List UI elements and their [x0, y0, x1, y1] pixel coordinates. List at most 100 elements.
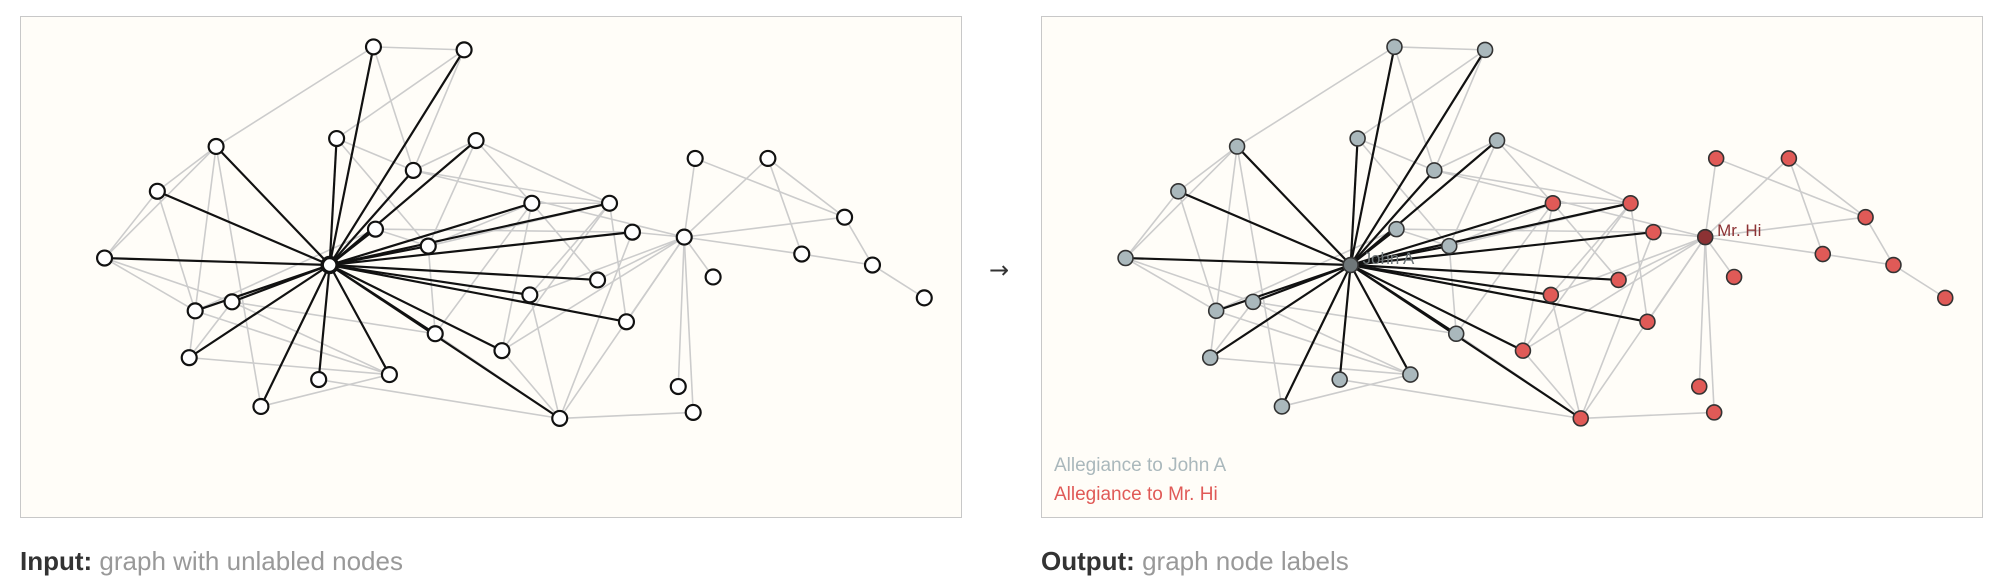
graph-node — [252, 397, 270, 416]
hub-edge — [329, 264, 503, 352]
edges — [1124, 46, 1946, 420]
graph-edge — [1339, 378, 1581, 420]
graph-edge — [1209, 301, 1254, 359]
hub-edge — [1125, 256, 1351, 267]
graph-edge — [189, 356, 390, 376]
node-john-a-group — [1170, 183, 1187, 200]
graph-edge — [1434, 169, 1706, 238]
graph-edge — [1698, 237, 1707, 387]
graph-node — [328, 129, 346, 148]
output-caption-text: graph node labels — [1142, 546, 1349, 576]
graph-node — [589, 271, 607, 289]
node-john-a-group — [1331, 371, 1348, 388]
hub-edge — [1280, 264, 1352, 407]
node-john-a-group — [1426, 162, 1443, 179]
graph-edge — [1788, 157, 1867, 218]
graph-node — [759, 149, 777, 167]
graph-node — [380, 366, 398, 384]
graph-edge — [215, 46, 374, 148]
edges — [103, 46, 925, 420]
graph-edge — [1236, 46, 1395, 148]
graph-edge — [188, 301, 233, 359]
graph-edge — [531, 202, 599, 281]
graph-edge — [1522, 236, 1706, 352]
node-mr-hi-group — [1780, 150, 1798, 167]
hub-edge — [1252, 263, 1352, 303]
graph-edge — [501, 203, 533, 351]
hub-edge — [1338, 264, 1352, 380]
output-graph: John AMr. Hi — [1117, 38, 1954, 427]
node-mr-hi-group — [1690, 378, 1708, 395]
graph-edge — [1124, 190, 1179, 259]
graph-edge — [1550, 294, 1582, 419]
graph-edge — [529, 202, 611, 296]
graph-edge — [1433, 49, 1486, 171]
node-john-a-group — [1402, 366, 1419, 383]
node-john-a-group — [1244, 293, 1262, 311]
graph-edge — [1177, 191, 1217, 312]
graph-node — [455, 41, 473, 59]
graph-edge — [1496, 139, 1554, 204]
graph-edge — [1653, 231, 1706, 238]
graph-edge — [694, 157, 845, 218]
graph-edge — [559, 411, 694, 420]
hub-node — [320, 255, 339, 275]
graph-edge — [475, 139, 533, 204]
input-graph — [95, 38, 933, 427]
graph-node — [915, 289, 933, 307]
graph-edge — [188, 146, 217, 358]
graph-edge — [683, 158, 696, 238]
input-caption: Input: graph with unlabled nodes — [20, 546, 403, 577]
graph-edge — [375, 228, 429, 247]
graph-edge — [1496, 139, 1631, 204]
hub-edge — [329, 202, 610, 267]
node-john-a-group — [1488, 132, 1506, 149]
graph-edge — [1396, 228, 1450, 247]
node-john-a-group — [1117, 249, 1134, 267]
graph-node — [186, 302, 204, 320]
graph-edge — [1125, 257, 1217, 312]
graph-edge — [597, 236, 685, 281]
graph-edge — [1704, 237, 1715, 413]
node-john-a-group — [1386, 38, 1403, 56]
hub-edge — [329, 263, 598, 282]
graph-edge — [801, 253, 873, 266]
hub-edge — [259, 264, 331, 407]
hub-edge — [328, 46, 375, 266]
graph-node — [366, 220, 385, 238]
graph-edge — [336, 137, 414, 172]
hub-edge — [156, 190, 331, 267]
node-mr-hi-group — [1707, 150, 1725, 167]
graph-edge — [529, 236, 685, 296]
input-caption-text: graph with unlabled nodes — [99, 546, 403, 576]
hub-edge — [328, 169, 415, 266]
hub-edge — [1349, 49, 1487, 266]
hub-edge — [1349, 46, 1396, 266]
graph-edge — [1433, 139, 1498, 172]
graph-edge — [231, 301, 436, 335]
node-john-a-group — [1388, 220, 1405, 238]
graph-edge — [632, 231, 685, 238]
node-john-a-group — [1207, 302, 1225, 320]
graph-edge — [1618, 236, 1706, 281]
graph-edge — [1522, 203, 1554, 351]
hub-edge — [328, 138, 338, 266]
hub-edge — [1350, 264, 1524, 352]
output-caption-bold: Output: — [1041, 546, 1135, 576]
node-mr-hi-group — [1814, 245, 1832, 263]
node-mr-hi — [1696, 228, 1714, 246]
graph-edge — [104, 257, 196, 312]
node-mr-hi-group — [1514, 342, 1532, 359]
label-john-a: John A — [1363, 249, 1415, 268]
hub-edge — [1349, 169, 1436, 266]
graph-node — [686, 149, 704, 167]
graph-node — [600, 194, 619, 212]
graph-edge — [1252, 301, 1457, 335]
graph-edge — [684, 216, 845, 238]
graph-edge — [1822, 253, 1894, 266]
graph-edge — [872, 264, 925, 299]
graph-node — [704, 268, 722, 286]
graph-edge — [1209, 146, 1238, 358]
graph-edge — [413, 169, 610, 205]
graph-edge — [375, 228, 633, 233]
